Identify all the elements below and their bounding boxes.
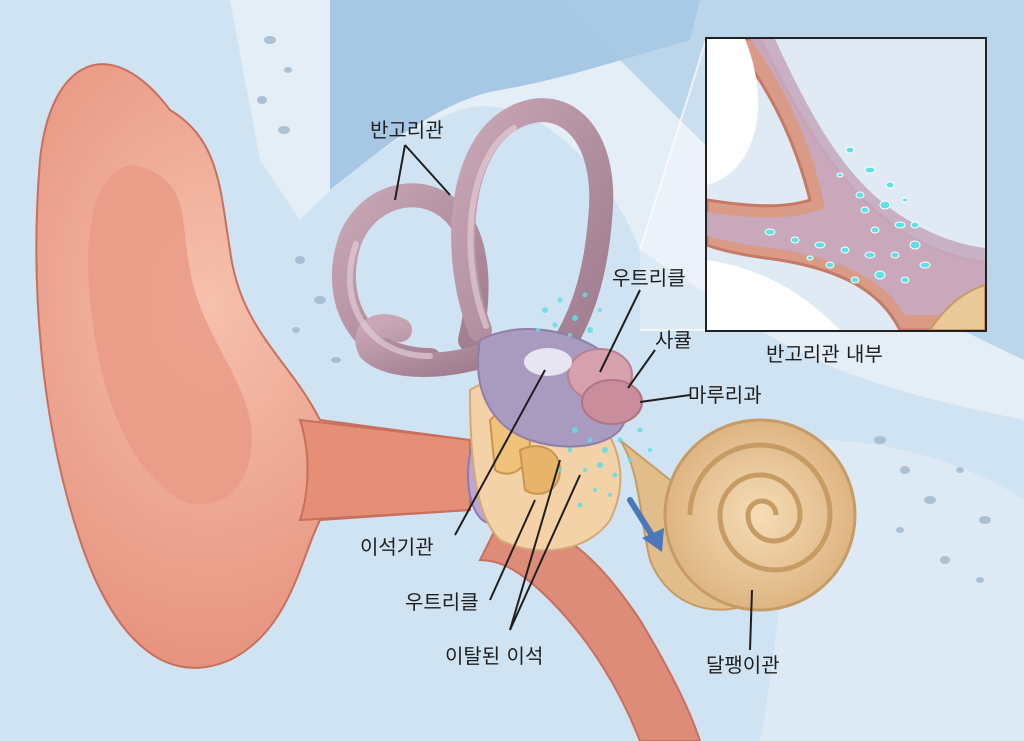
arrow-head — [642, 528, 664, 552]
flow-arrow — [627, 497, 658, 543]
macula — [524, 348, 572, 376]
label-otolith-organ: 이석기관 — [360, 535, 434, 559]
label-utricle-bottom: 우트리클 — [405, 590, 479, 614]
cochlea-spiral — [687, 442, 833, 573]
semicircular-canals — [331, 98, 614, 377]
saccule — [581, 379, 643, 425]
label-inset-caption: 반고리관 내부 — [766, 342, 883, 366]
inset-panel — [705, 37, 987, 332]
label-ampulla: 마루리과 — [688, 383, 762, 407]
label-cochlea: 달팽이관 — [706, 653, 780, 677]
otolith-crystals — [536, 292, 652, 508]
label-semicircular-canals: 반고리관 — [370, 118, 444, 142]
inset-zoom-wedge — [640, 40, 706, 330]
label-dislodged-otoliths: 이탈된 이석 — [445, 644, 544, 668]
bone-pores — [257, 36, 991, 583]
concha — [88, 165, 252, 505]
ear-canal — [298, 418, 471, 522]
label-utricle-top: 우트리클 — [612, 266, 686, 290]
leader-lines — [394, 144, 753, 651]
label-saccule: 사큘 — [655, 328, 692, 352]
cochlea — [663, 418, 857, 612]
stapes — [518, 445, 562, 495]
